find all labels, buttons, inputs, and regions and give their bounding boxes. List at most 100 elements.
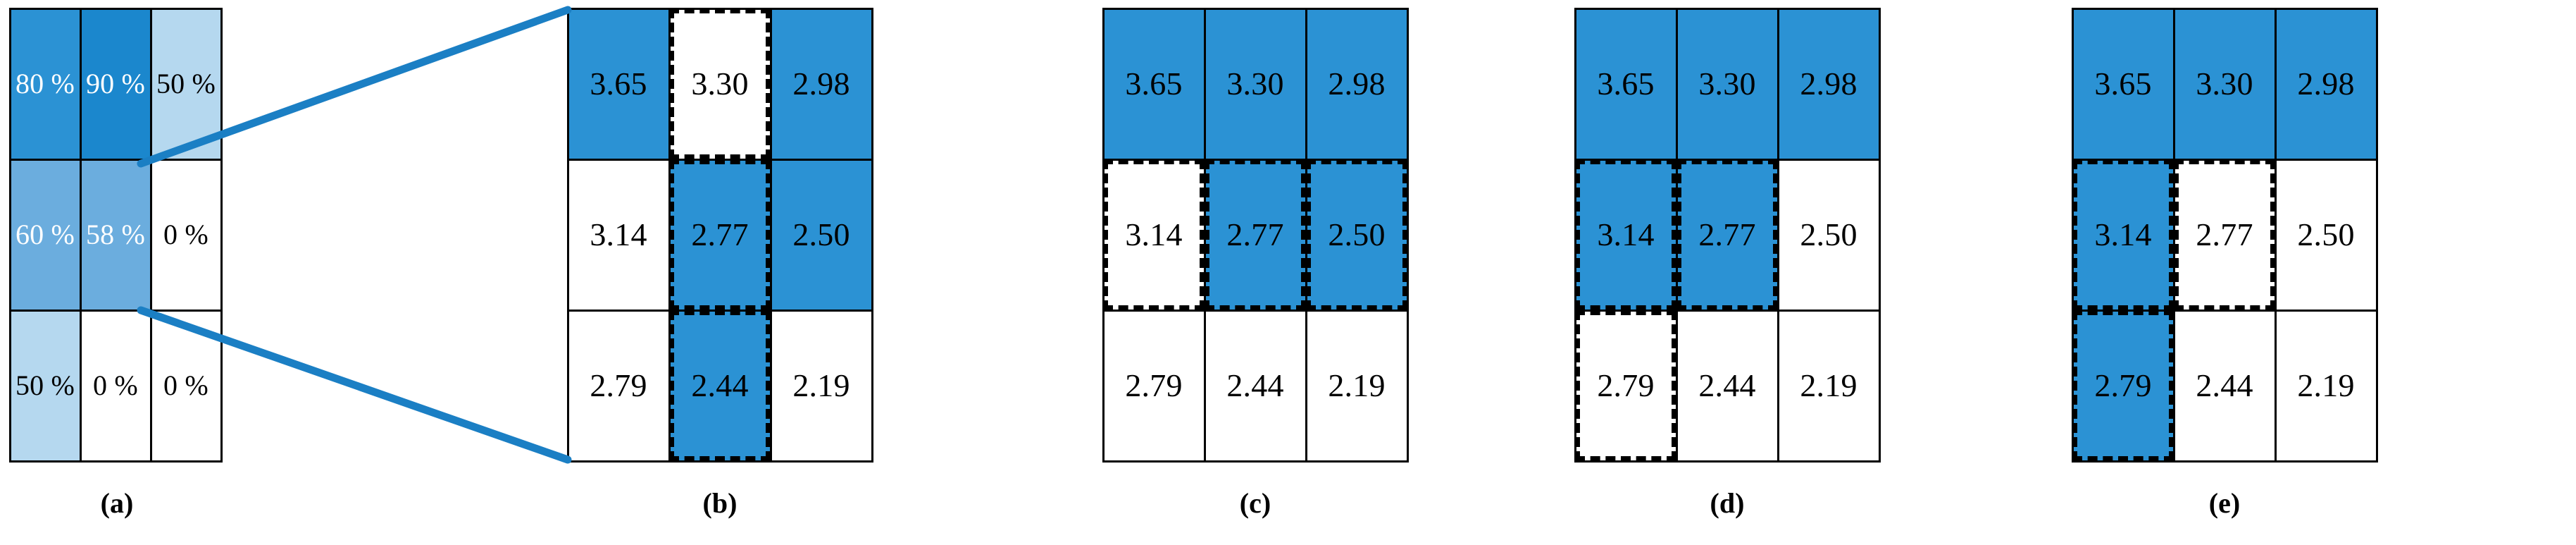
- cell-c-0-2: 2.98: [1305, 7, 1409, 161]
- cell-c-2-0: 2.79: [1102, 309, 1206, 463]
- cell-value: 90 %: [85, 68, 146, 99]
- cell-d-2-0: 2.79: [1574, 309, 1678, 463]
- cell-b-0-2: 2.98: [769, 7, 873, 161]
- cell-b-1-0: 3.14: [566, 158, 671, 312]
- panel-b-grid: 3.65 3.30 2.98 3.14 2.77 2.50 2.79 2.44 …: [566, 7, 873, 463]
- cell-e-0-0: 3.65: [2071, 7, 2175, 161]
- cell-d-1-1: 2.77: [1675, 158, 1779, 312]
- cell-value: 2.44: [2196, 367, 2253, 403]
- panel-label-a: (a): [101, 486, 134, 520]
- panel-d: 3.65 3.30 2.98 3.14 2.77 2.50 2.79 2.44 …: [1574, 7, 1881, 463]
- cell-b-0-1: 3.30: [668, 7, 772, 161]
- panel-label-text: (c): [1239, 487, 1271, 519]
- cell-value: 3.30: [2196, 66, 2253, 102]
- panel-label-e: (e): [2209, 486, 2240, 520]
- cell-value: 2.50: [1328, 216, 1386, 252]
- panel-a-grid: 80 % 90 % 50 % 60 % 58 % 0 % 50 % 0 % 0 …: [8, 7, 223, 463]
- cell-d-2-1: 2.44: [1675, 309, 1779, 463]
- panel-label-text: (e): [2208, 487, 2241, 519]
- cell-value: 2.50: [792, 216, 850, 252]
- cell-e-1-1: 2.77: [2172, 158, 2277, 312]
- cell-value: 2.98: [1328, 66, 1386, 102]
- cell-value: 60 %: [15, 219, 75, 250]
- cell-value: 3.65: [2094, 66, 2152, 102]
- cell-value: 2.50: [1800, 216, 1858, 252]
- panel-c: 3.65 3.30 2.98 3.14 2.77 2.50 2.79 2.44 …: [1102, 7, 1409, 463]
- cell-value: 50 %: [15, 369, 75, 401]
- cell-a-0-2: 50 %: [149, 7, 223, 161]
- cell-value: 2.19: [1800, 367, 1858, 403]
- cell-value: 2.98: [792, 66, 850, 102]
- panel-a: 80 % 90 % 50 % 60 % 58 % 0 % 50 % 0 % 0 …: [8, 7, 223, 463]
- cell-value: 2.77: [2196, 216, 2253, 252]
- cell-value: 2.77: [1698, 216, 1756, 252]
- cell-b-2-1: 2.44: [668, 309, 772, 463]
- cell-a-1-0: 60 %: [8, 158, 82, 312]
- panel-label-c: (c): [1240, 486, 1271, 520]
- cell-e-1-2: 2.50: [2274, 158, 2378, 312]
- cell-value: 3.14: [1125, 216, 1183, 252]
- panel-label-text: (d): [1710, 487, 1745, 519]
- panel-label-text: (a): [100, 487, 134, 519]
- cell-b-2-2: 2.19: [769, 309, 873, 463]
- cell-e-2-1: 2.44: [2172, 309, 2277, 463]
- cell-c-2-2: 2.19: [1305, 309, 1409, 463]
- cell-d-0-1: 3.30: [1675, 7, 1779, 161]
- panel-label-text: (b): [702, 487, 738, 519]
- cell-value: 0 %: [163, 369, 209, 401]
- cell-a-2-2: 0 %: [149, 309, 223, 463]
- cell-value: 3.14: [590, 216, 647, 252]
- cell-value: 3.65: [1597, 66, 1655, 102]
- cell-d-0-0: 3.65: [1574, 7, 1678, 161]
- cell-value: 2.44: [691, 367, 749, 403]
- cell-value: 58 %: [85, 219, 146, 250]
- panel-label-b: (b): [703, 486, 738, 520]
- cell-value: 3.14: [1597, 216, 1655, 252]
- cell-e-2-2: 2.19: [2274, 309, 2378, 463]
- cell-a-1-1: 58 %: [79, 158, 152, 312]
- cell-value: 2.79: [1125, 367, 1183, 403]
- cell-d-1-0: 3.14: [1574, 158, 1678, 312]
- cell-value: 2.79: [1597, 367, 1655, 403]
- panel-b: 3.65 3.30 2.98 3.14 2.77 2.50 2.79 2.44 …: [566, 7, 873, 463]
- cell-c-1-2: 2.50: [1305, 158, 1409, 312]
- cell-value: 0 %: [93, 369, 138, 401]
- cell-value: 3.30: [1226, 66, 1284, 102]
- cell-value: 2.44: [1698, 367, 1756, 403]
- cell-e-0-2: 2.98: [2274, 7, 2378, 161]
- cell-c-0-0: 3.65: [1102, 7, 1206, 161]
- cell-e-2-0: 2.79: [2071, 309, 2175, 463]
- panel-c-grid: 3.65 3.30 2.98 3.14 2.77 2.50 2.79 2.44 …: [1102, 7, 1409, 463]
- cell-d-1-2: 2.50: [1777, 158, 1881, 312]
- cell-value: 2.77: [1226, 216, 1284, 252]
- cell-value: 2.50: [2297, 216, 2355, 252]
- cell-c-1-0: 3.14: [1102, 158, 1206, 312]
- cell-c-1-1: 2.77: [1203, 158, 1307, 312]
- cell-e-1-0: 3.14: [2071, 158, 2175, 312]
- cell-a-1-2: 0 %: [149, 158, 223, 312]
- cell-b-0-0: 3.65: [566, 7, 671, 161]
- cell-d-0-2: 2.98: [1777, 7, 1881, 161]
- cell-value: 0 %: [163, 219, 209, 250]
- cell-a-2-0: 50 %: [8, 309, 82, 463]
- cell-value: 2.79: [590, 367, 647, 403]
- cell-value: 2.98: [1800, 66, 1858, 102]
- cell-value: 2.98: [2297, 66, 2355, 102]
- panel-d-grid: 3.65 3.30 2.98 3.14 2.77 2.50 2.79 2.44 …: [1574, 7, 1881, 463]
- cell-value: 3.65: [590, 66, 647, 102]
- cell-e-0-1: 3.30: [2172, 7, 2277, 161]
- cell-b-1-2: 2.50: [769, 158, 873, 312]
- cell-value: 2.19: [1328, 367, 1386, 403]
- panel-e-grid: 3.65 3.30 2.98 3.14 2.77 2.50 2.79 2.44 …: [2071, 7, 2378, 463]
- cell-b-1-1: 2.77: [668, 158, 772, 312]
- cell-a-2-1: 0 %: [79, 309, 152, 463]
- cell-c-2-1: 2.44: [1203, 309, 1307, 463]
- cell-value: 2.77: [691, 216, 749, 252]
- cell-value: 2.19: [2297, 367, 2355, 403]
- cell-value: 80 %: [15, 68, 75, 99]
- cell-value: 2.79: [2094, 367, 2152, 403]
- cell-value: 3.65: [1125, 66, 1183, 102]
- cell-value: 50 %: [156, 68, 216, 99]
- cell-value: 3.30: [691, 66, 749, 102]
